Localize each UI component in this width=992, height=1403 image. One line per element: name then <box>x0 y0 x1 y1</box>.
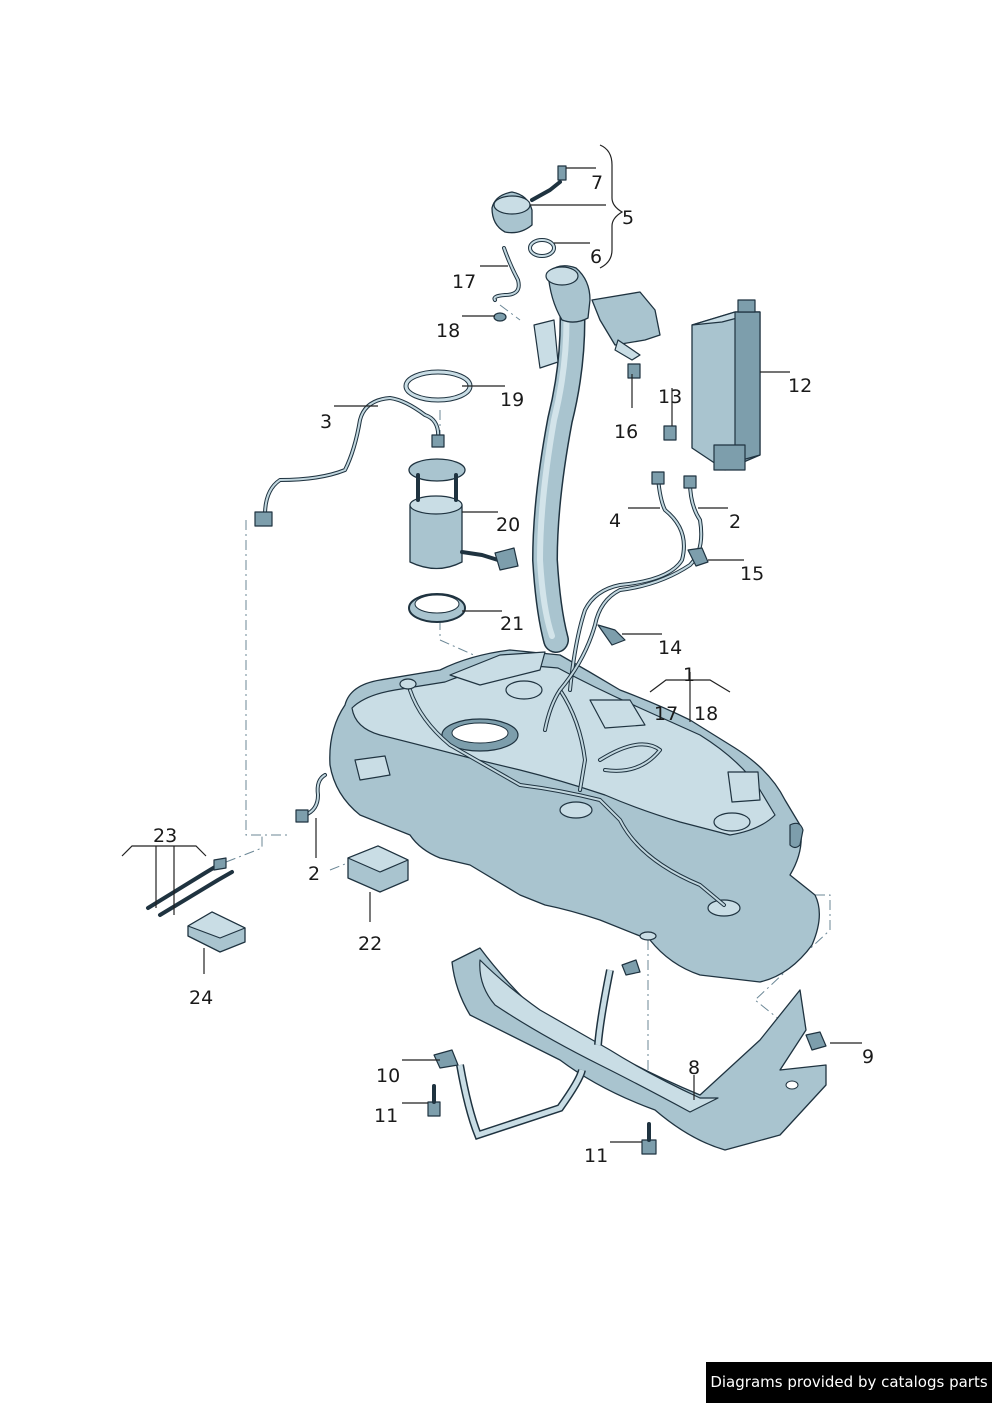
callout-18-lower: 18 <box>694 703 718 725</box>
callout-3: 3 <box>320 411 332 433</box>
callout-7: 7 <box>591 172 603 194</box>
callout-6: 6 <box>590 246 602 268</box>
fuel-pump-20 <box>408 458 519 571</box>
callout-2-lower: 2 <box>308 863 320 885</box>
callout-9: 9 <box>862 1046 874 1068</box>
callout-19: 19 <box>500 389 524 411</box>
callout-11-bottom: 11 <box>584 1145 608 1167</box>
vent-hose-17 <box>492 246 521 322</box>
callout-18-upper: 18 <box>436 320 460 342</box>
fuel-line-2-lower <box>295 773 327 823</box>
fuel-tank <box>329 649 820 983</box>
charcoal-canister-12 <box>627 299 761 471</box>
callout-13: 13 <box>658 386 682 408</box>
callout-2-upper: 2 <box>729 511 741 533</box>
callout-24: 24 <box>189 987 213 1009</box>
callout-17-upper: 17 <box>452 271 476 293</box>
callout-15: 15 <box>740 563 764 585</box>
fasteners-9-11 <box>427 1031 827 1155</box>
callout-20: 20 <box>496 514 520 536</box>
callout-10: 10 <box>376 1065 400 1087</box>
callout-1: 1 <box>683 664 695 686</box>
control-unit-22 <box>347 845 409 893</box>
lines-23 <box>146 857 234 917</box>
callout-11-left: 11 <box>374 1105 398 1127</box>
callout-21: 21 <box>500 613 524 635</box>
tank-straps-10 <box>433 959 641 1140</box>
fuel-line-3 <box>254 396 445 527</box>
clips-14-15 <box>597 547 709 646</box>
callout-labels: 7 5 6 17 18 12 13 19 3 16 4 2 20 15 21 1… <box>153 172 874 1167</box>
callout-5: 5 <box>622 207 634 229</box>
fuel-lines-4-2 <box>543 471 704 732</box>
callout-14: 14 <box>658 637 682 659</box>
callout-17-lower: 17 <box>654 703 678 725</box>
bracket-24 <box>187 911 246 953</box>
filler-neck <box>532 265 661 653</box>
callout-23: 23 <box>153 825 177 847</box>
credit-banner: Diagrams provided by catalogs parts <box>706 1362 992 1403</box>
callout-22: 22 <box>358 933 382 955</box>
callout-12: 12 <box>788 375 812 397</box>
callout-4: 4 <box>609 510 621 532</box>
locking-ring-19 <box>403 369 473 403</box>
callout-16: 16 <box>614 421 638 443</box>
assembly-guide-lines <box>225 304 831 1075</box>
callout-8: 8 <box>688 1057 700 1079</box>
seal-ring-21 <box>408 593 466 623</box>
filler-cap-assembly <box>491 165 567 258</box>
leader-lines <box>121 144 862 1143</box>
